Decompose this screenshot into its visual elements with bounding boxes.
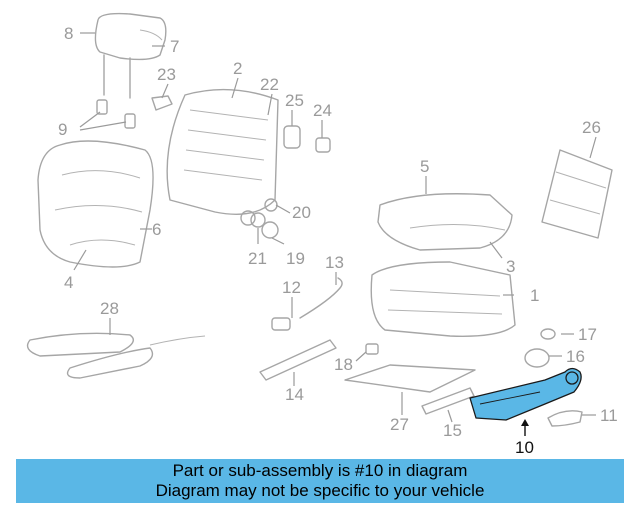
callout-4: 4	[64, 273, 73, 292]
harness-part	[271, 277, 343, 331]
small-part-23	[151, 95, 173, 111]
side-cover-part	[26, 332, 206, 379]
callout-8: 8	[64, 24, 73, 43]
callout-28: 28	[100, 299, 119, 318]
rail-cover-part	[421, 387, 475, 415]
callout-19: 19	[286, 249, 305, 268]
seat-pan-cover-part	[541, 149, 613, 239]
parts-diagram: 8 7 9 2 22 23 25 24 26 5 6 4 20 21 19 3 …	[26, 12, 618, 455]
callout-20: 20	[292, 203, 311, 222]
callout-6: 6	[152, 220, 161, 239]
callout-16: 16	[566, 347, 585, 366]
bolt-part	[365, 343, 379, 355]
callout-15: 15	[443, 421, 462, 440]
banner-line-2: Diagram may not be specific to your vehi…	[155, 481, 485, 500]
small-part-11	[547, 410, 583, 427]
small-part-24	[315, 137, 331, 153]
seat-cushion-part	[377, 193, 513, 251]
callout-17: 17	[578, 325, 597, 344]
callout-11: 11	[600, 406, 618, 425]
seat-frame-part	[370, 261, 516, 337]
headrest-guide-part	[96, 99, 136, 129]
callout-3: 3	[506, 257, 515, 276]
callout-10: 10	[515, 438, 534, 455]
callout-22: 22	[260, 75, 279, 94]
small-part-25	[283, 125, 301, 149]
callout-18: 18	[334, 355, 353, 374]
callout-2: 2	[233, 59, 242, 78]
callout-27: 27	[390, 415, 409, 434]
callout-9: 9	[58, 120, 67, 139]
headrest-part	[94, 12, 167, 99]
small-part-17	[540, 328, 556, 340]
callout-1: 1	[530, 286, 539, 305]
callout-13: 13	[325, 253, 344, 272]
callout-5: 5	[420, 157, 429, 176]
callout-24: 24	[313, 101, 332, 120]
highlighted-part-10	[469, 367, 582, 421]
callout-25: 25	[285, 91, 304, 110]
callout-7: 7	[170, 37, 179, 56]
callout-12: 12	[282, 278, 301, 297]
info-banner: Part or sub-assembly is #10 in diagram D…	[16, 459, 624, 503]
callout-23: 23	[157, 65, 176, 84]
seat-back-cushion-part	[37, 140, 154, 268]
garnish-bar-part	[259, 339, 337, 381]
banner-line-1: Part or sub-assembly is #10 in diagram	[172, 461, 468, 480]
leader-lines	[73, 32, 597, 436]
callout-26: 26	[582, 118, 601, 137]
callout-14: 14	[285, 385, 304, 404]
callout-21: 21	[248, 249, 267, 268]
tray-part	[344, 364, 476, 393]
seat-back-frame-part	[166, 88, 279, 226]
small-part-16	[524, 348, 550, 368]
callout-numbers: 8 7 9 2 22 23 25 24 26 5 6 4 20 21 19 3 …	[58, 24, 618, 455]
